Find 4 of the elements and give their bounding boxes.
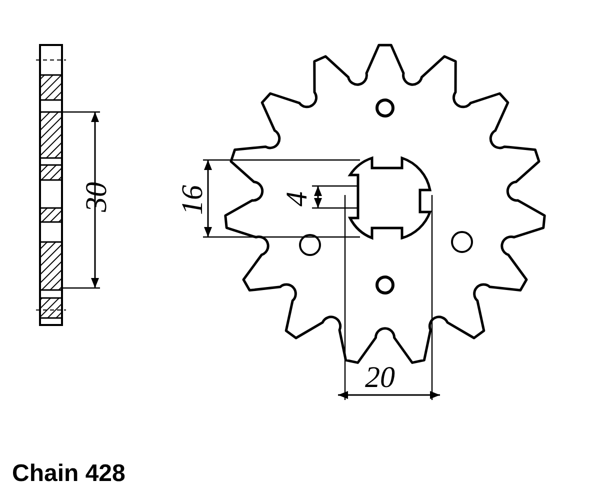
chain-size-label: Chain 428	[12, 462, 126, 486]
dimension-label: 4	[282, 192, 312, 206]
dimension-label: 16	[178, 185, 208, 215]
dimension-label: 20	[365, 363, 395, 393]
